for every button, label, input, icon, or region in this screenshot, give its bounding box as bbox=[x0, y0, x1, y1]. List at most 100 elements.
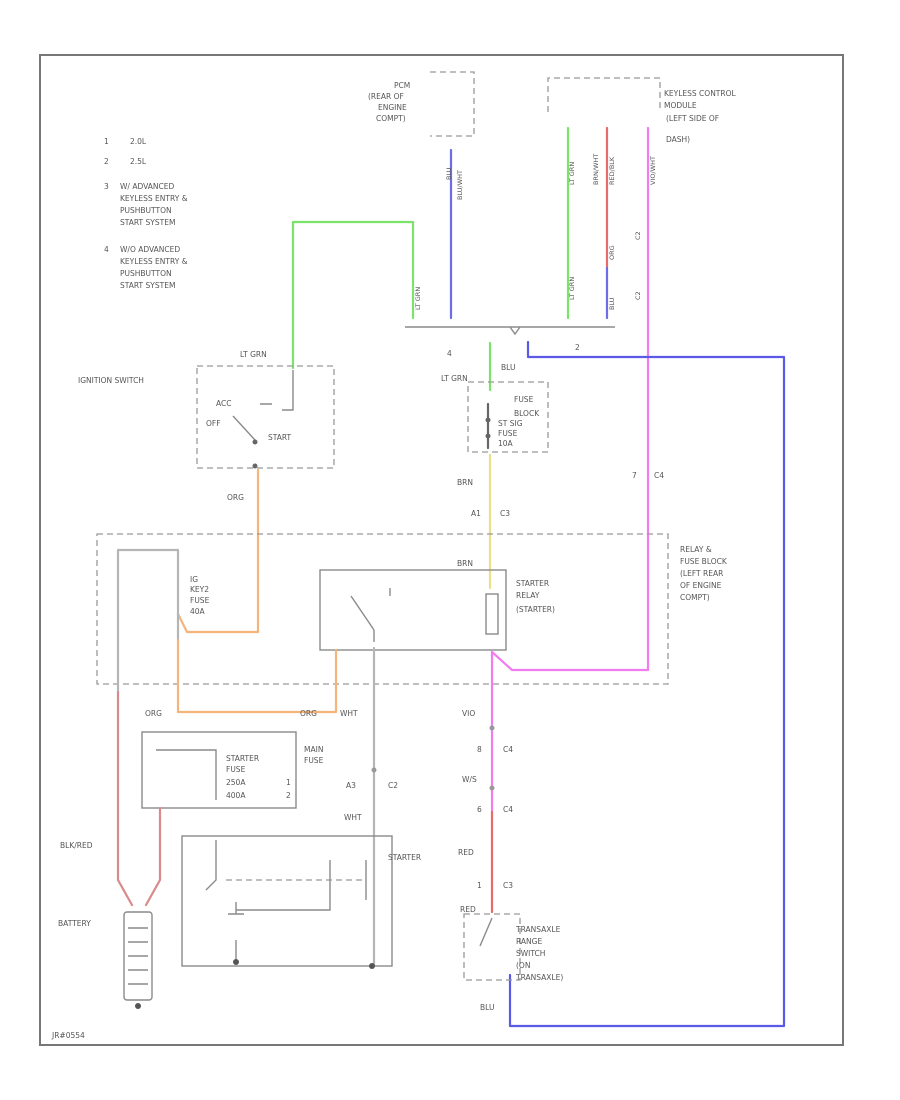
keyless-wire3-vert: ORG bbox=[608, 245, 616, 260]
switch-pos-start: START bbox=[268, 433, 292, 442]
connector-a1: A1 bbox=[471, 509, 481, 518]
wht-label-1: WHT bbox=[340, 709, 358, 718]
wht-label-2: WHT bbox=[344, 813, 362, 822]
keyless-wire1-label: LT GRN bbox=[568, 162, 576, 185]
red-label-2: RED bbox=[458, 848, 474, 857]
starter-motor: STARTER bbox=[181, 835, 421, 969]
trans-switch-3: SWITCH bbox=[516, 949, 545, 958]
starter-fuse-block: STARTER FUSE 250A 400A MAIN FUSE 1 2 bbox=[141, 731, 324, 809]
relay-block-label-4: OF ENGINE bbox=[680, 581, 722, 590]
starter-relay-3: (STARTER) bbox=[516, 605, 555, 614]
brn-label-1: BRN bbox=[457, 478, 473, 487]
connector-c3-right: C4 bbox=[654, 471, 664, 480]
pcm-label-1: PCM bbox=[394, 81, 410, 90]
fuse-block-label-2: BLOCK bbox=[514, 409, 540, 418]
splice-bar bbox=[405, 326, 615, 336]
keyless-label-3: (LEFT SIDE OF bbox=[666, 114, 719, 123]
note-2-text: 2.5L bbox=[130, 157, 147, 166]
keyless-wire4-label: VIO/WHT bbox=[649, 156, 657, 185]
trans-switch-2: RANGE bbox=[516, 937, 542, 946]
note-2-number: 2 bbox=[104, 157, 109, 166]
wire-lt-grn-top bbox=[291, 220, 415, 370]
relay-block-label-2: FUSE BLOCK bbox=[680, 557, 728, 566]
wire-vio bbox=[490, 126, 650, 672]
lt-grn-label-top: LT GRN bbox=[240, 350, 267, 359]
relay-fuse-block: RELAY & FUSE BLOCK (LEFT REAR OF ENGINE … bbox=[96, 533, 728, 685]
note-3-number: 3 bbox=[104, 182, 109, 191]
main-fuse-1: MAIN bbox=[304, 745, 323, 754]
starter-label: STARTER bbox=[388, 853, 421, 862]
starter-fuse-1: STARTER bbox=[226, 754, 259, 763]
connector-n1: 1 bbox=[477, 881, 482, 890]
connector-c2-vert: C2 bbox=[634, 231, 642, 240]
main-fuse-2: FUSE bbox=[304, 756, 324, 765]
ig2-fuse-4: 40A bbox=[190, 607, 206, 616]
starter-relay-2: RELAY bbox=[516, 591, 540, 600]
connector-n4: 4 bbox=[447, 349, 452, 358]
note-3-line4: START SYSTEM bbox=[120, 218, 175, 227]
ignition-switch: IGNITION SWITCH LT GRN ACC OFF START bbox=[78, 350, 335, 469]
note-3-line3: PUSHBUTTON bbox=[120, 206, 172, 215]
note-3-line2: KEYLESS ENTRY & bbox=[120, 194, 188, 203]
org-label-2: ORG bbox=[145, 709, 162, 718]
st-sig-fuse-3: 10A bbox=[498, 439, 514, 448]
note-4-line1: W/O ADVANCED bbox=[120, 245, 180, 254]
note-1-text: 2.0L bbox=[130, 137, 147, 146]
keyless-wire3-label: RED/BLK bbox=[608, 156, 616, 185]
switch-pos-acc: ACC bbox=[216, 399, 231, 408]
connector-c3-low: C3 bbox=[503, 881, 513, 890]
diagram-frame bbox=[39, 54, 844, 1046]
trans-switch-4: (ON bbox=[516, 961, 530, 970]
connector-c2b-vert: C2 bbox=[634, 291, 642, 300]
pcm-label-2: (REAR OF bbox=[368, 92, 404, 101]
keyless-label-2: MODULE bbox=[664, 101, 697, 110]
ig2-fuse-3: FUSE bbox=[190, 596, 210, 605]
connector-n6: 6 bbox=[477, 805, 482, 814]
starter-fuse-4: 400A bbox=[226, 791, 246, 800]
org-label-3: ORG bbox=[300, 709, 317, 718]
note-4-line4: START SYSTEM bbox=[120, 281, 175, 290]
notes-legend: 1 2.0L 2 2.5L 3 W/ ADVANCED KEYLESS ENTR… bbox=[104, 137, 188, 290]
pcm-label-3: ENGINE bbox=[378, 103, 407, 112]
lt-grn-vert-label: LT GRN bbox=[414, 287, 422, 310]
connector-c4-1: C4 bbox=[503, 745, 513, 754]
connector-n8: 8 bbox=[477, 745, 482, 754]
main-fuse-n1: 1 bbox=[286, 778, 291, 787]
connector-c4-2: C4 bbox=[503, 805, 513, 814]
wire-blk-red-left bbox=[116, 690, 134, 907]
note-3-line1: W/ ADVANCED bbox=[120, 182, 174, 191]
battery-label: BATTERY bbox=[58, 919, 91, 928]
ignition-switch-label: IGNITION SWITCH bbox=[78, 376, 144, 385]
main-fuse-n2: 2 bbox=[286, 791, 291, 800]
ws-label: W/S bbox=[462, 775, 477, 784]
connector-c2-low: C2 bbox=[388, 781, 398, 790]
keyless-label-4: DASH) bbox=[666, 135, 690, 144]
starter-fuse-2: FUSE bbox=[226, 765, 246, 774]
wire-org-2 bbox=[176, 638, 338, 714]
keyless-wire3b-vert: BLU bbox=[608, 297, 616, 310]
brn-label-2: BRN bbox=[457, 559, 473, 568]
pcm-vert-label: BLU bbox=[445, 167, 453, 180]
battery: BLK/RED BATTERY bbox=[58, 690, 162, 1009]
footer-code: JR#0554 bbox=[51, 1031, 85, 1040]
vio-label: VIO bbox=[462, 709, 475, 718]
ig2-fuse-2: KEY2 bbox=[190, 585, 209, 594]
starter-relay: STARTER RELAY (STARTER) bbox=[319, 569, 555, 651]
trans-switch-1: TRANSAXLE bbox=[515, 925, 561, 934]
trans-switch-5: TRANSAXLE) bbox=[515, 973, 563, 982]
pcm-label-4: COMPT) bbox=[376, 114, 406, 123]
st-sig-fuse-1: ST SIG bbox=[498, 419, 523, 428]
red-label: RED bbox=[460, 905, 476, 914]
keyless-wire1-vert: LT GRN bbox=[568, 277, 576, 300]
note-4-number: 4 bbox=[104, 245, 109, 254]
relay-block-label-3: (LEFT REAR bbox=[680, 569, 723, 578]
ig2-fuse: IG KEY2 FUSE 40A bbox=[116, 548, 210, 694]
connector-n2: 2 bbox=[575, 343, 580, 352]
pcm-wire-label: BLU/WHT bbox=[456, 170, 464, 200]
blu-label-1: BLU bbox=[501, 363, 515, 372]
org-label-1: ORG bbox=[227, 493, 244, 502]
keyless-control-module: KEYLESS CONTROL MODULE (LEFT SIDE OF DAS… bbox=[547, 77, 737, 144]
wire-blu-long bbox=[508, 340, 786, 1028]
starter-fuse-3: 250A bbox=[226, 778, 246, 787]
